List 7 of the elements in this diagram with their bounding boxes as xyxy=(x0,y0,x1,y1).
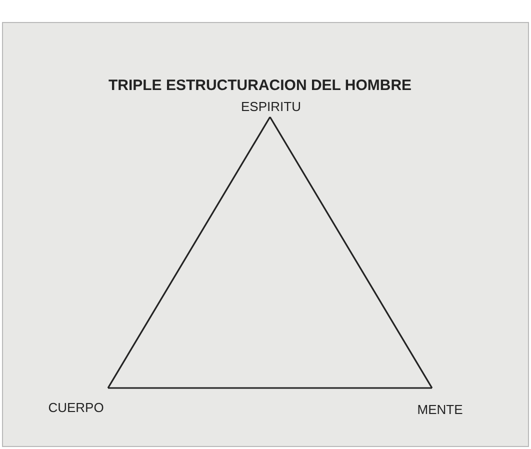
triangle-side xyxy=(108,387,432,389)
vertex-label: MENTE xyxy=(410,400,470,420)
vertex-label: ESPIRITU xyxy=(226,97,316,117)
triangle-side xyxy=(107,116,271,388)
vertex-label: CUERPO xyxy=(44,398,108,418)
triangle-side xyxy=(269,116,433,388)
diagram-title: TRIPLE ESTRUCTURACION DEL HOMBRE xyxy=(107,76,413,96)
